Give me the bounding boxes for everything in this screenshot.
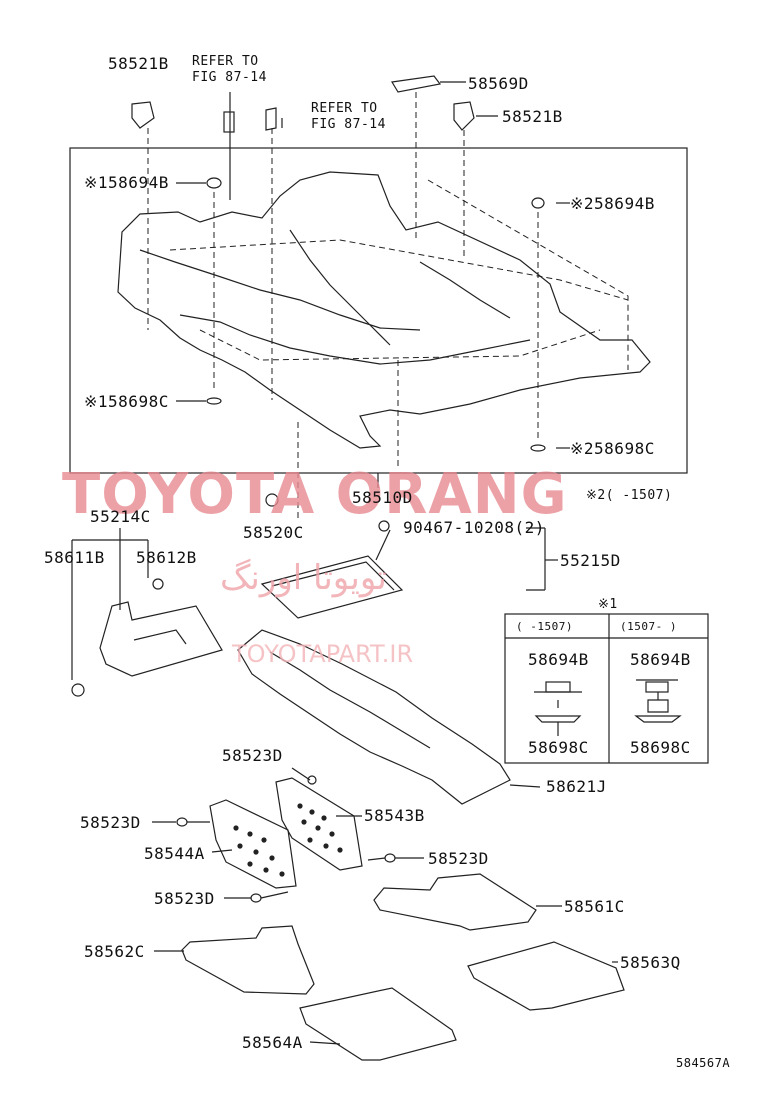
part-58621j xyxy=(237,629,511,805)
reference-note-2[interactable]: REFER TO FIG 87-14 xyxy=(311,101,386,132)
legend-box xyxy=(504,613,709,764)
legend-col2-bottom[interactable]: 58698C xyxy=(630,738,691,757)
watermark-url: TOYOTAPART.IR xyxy=(232,640,414,668)
label-55215d[interactable]: 55215D xyxy=(560,551,621,570)
label-58694b-left[interactable]: ※158694B xyxy=(84,173,169,192)
label-58564a[interactable]: 58564A xyxy=(242,1033,303,1052)
label-58698c-left[interactable]: ※158698C xyxy=(84,392,169,411)
watermark-brand: TOYOTA ORANG xyxy=(62,462,568,527)
label-58561c[interactable]: 58561C xyxy=(564,897,625,916)
note-2-date-range: ※2( -1507) xyxy=(586,488,673,503)
label-58562c[interactable]: 58562C xyxy=(84,942,145,961)
label-58544a[interactable]: 58544A xyxy=(144,844,205,863)
legend-col2-top[interactable]: 58694B xyxy=(630,650,691,669)
label-58523d-bottom[interactable]: 58523D xyxy=(154,889,215,908)
label-58520c[interactable]: 58520C xyxy=(243,523,304,542)
legend-title: ※1 xyxy=(598,597,618,612)
legend-col1-header: ( -1507) xyxy=(516,620,573,633)
part-58543b xyxy=(275,777,363,871)
clip-58521b-left xyxy=(131,101,155,129)
mat-58562c xyxy=(181,925,315,995)
label-58523d-left[interactable]: 58523D xyxy=(80,813,141,832)
part-58569d xyxy=(391,75,442,93)
floor-carpet-shape xyxy=(117,171,651,449)
reference-note-1[interactable]: REFER TO FIG 87-14 xyxy=(192,54,267,85)
diagram-id: 584567A xyxy=(676,1056,731,1070)
label-58612b[interactable]: 58612B xyxy=(136,548,197,567)
label-58523d-right[interactable]: 58523D xyxy=(428,849,489,868)
part-55215d xyxy=(260,555,404,619)
label-58510d[interactable]: 58510D xyxy=(352,488,413,507)
mat-58564a xyxy=(299,987,457,1061)
mat-58561c xyxy=(373,873,537,931)
legend-col2-header: (1507- ) xyxy=(620,620,677,633)
label-58569d[interactable]: 58569D xyxy=(468,74,529,93)
clip-58521b-right xyxy=(453,101,475,131)
legend-col1-top[interactable]: 58694B xyxy=(528,650,589,669)
mat-58563q xyxy=(467,941,625,1011)
label-58698c-right[interactable]: ※258698C xyxy=(570,439,655,458)
label-58543b[interactable]: 58543B xyxy=(364,806,425,825)
label-58523d-top[interactable]: 58523D xyxy=(222,746,283,765)
watermark-farsi: تویوتا اورنگ xyxy=(220,558,387,598)
label-58521b-left[interactable]: 58521B xyxy=(108,54,169,73)
label-58694b-right[interactable]: ※258694B xyxy=(570,194,655,213)
legend-col1-bottom[interactable]: 58698C xyxy=(528,738,589,757)
label-58611b[interactable]: 58611B xyxy=(44,548,105,567)
label-55214c[interactable]: 55214C xyxy=(90,507,151,526)
label-58521b-right[interactable]: 58521B xyxy=(502,107,563,126)
label-58621j[interactable]: 58621J xyxy=(546,777,607,796)
clip-58520c xyxy=(265,493,279,507)
label-58563q[interactable]: 58563Q xyxy=(620,953,681,972)
label-90467-10208[interactable]: 90467-10208(2) xyxy=(403,518,545,537)
part-58544a xyxy=(209,799,297,889)
part-55214c xyxy=(99,601,223,677)
